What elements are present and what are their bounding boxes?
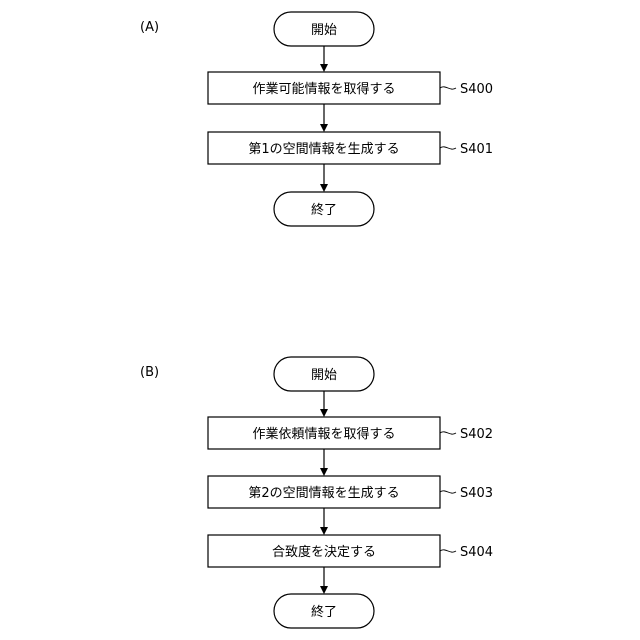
panel-b-step-s402: 作業依頼情報を取得する S402 [208,417,493,449]
panel-b-end-label: 終了 [311,604,337,620]
panel-a-end-label: 終了 [311,202,337,218]
panel-a-start-terminal: 開始 [274,12,374,46]
step-s401-id: S401 [460,142,493,157]
step-s400-leader [440,87,456,89]
panel-a-step-s400: 作業可能情報を取得する S400 [208,72,493,104]
step-s403-leader [440,491,456,493]
panel-b-step-s403: 第2の空間情報を生成する S403 [208,476,493,508]
panel-a-label: (A) [140,20,159,35]
panel-a-start-label: 開始 [311,23,337,38]
panel-a-end-terminal: 終了 [274,192,374,226]
step-s403-id: S403 [460,486,493,501]
panel-a: (A) 開始 作業可能情報を取得する S400 第1の空間情報を生成する S40… [140,12,493,226]
step-s402-leader [440,432,456,434]
step-s402-id: S402 [460,427,493,442]
step-s401-text: 第1の空間情報を生成する [248,142,399,157]
step-s401-leader [440,147,456,149]
step-s400-text: 作業可能情報を取得する [252,81,395,97]
panel-b: (B) 開始 作業依頼情報を取得する S402 第2の空間情報を生成する S40… [140,357,493,628]
step-s402-text: 作業依頼情報を取得する [252,426,395,442]
panel-b-step-s404: 合致度を決定する S404 [208,535,493,567]
panel-a-step-s401: 第1の空間情報を生成する S401 [208,132,493,164]
step-s400-id: S400 [460,82,493,97]
panel-b-start-terminal: 開始 [274,357,374,391]
panel-b-end-terminal: 終了 [274,594,374,628]
panel-b-label: (B) [140,365,159,380]
step-s404-text: 合致度を決定する [272,544,376,560]
panel-b-start-label: 開始 [311,368,337,383]
step-s404-id: S404 [460,545,493,560]
step-s403-text: 第2の空間情報を生成する [248,486,399,501]
step-s404-leader [440,550,456,552]
